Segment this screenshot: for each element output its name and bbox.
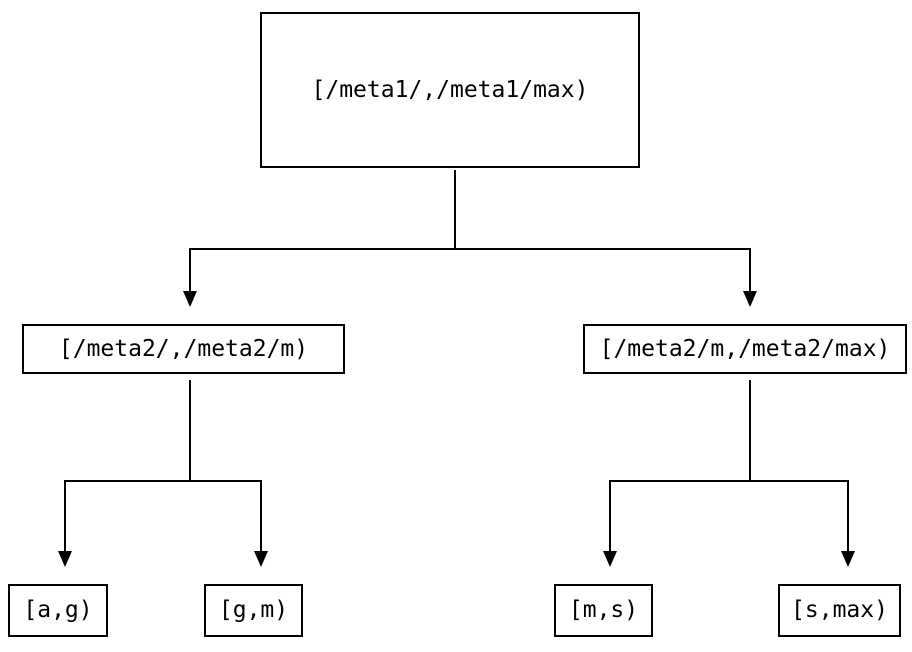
edge-root-to-children bbox=[183, 170, 757, 307]
node-leaf-gm: [g,m) bbox=[204, 584, 303, 637]
node-leaf-ms: [m,s) bbox=[554, 584, 653, 637]
arrowhead-to-leaf-smax bbox=[841, 551, 855, 567]
arrowhead-to-leaf-gm bbox=[254, 551, 268, 567]
node-root-label: [/meta1/,/meta1/max) bbox=[311, 76, 589, 103]
node-right-child-label: [/meta2/m,/meta2/max) bbox=[599, 335, 891, 362]
node-leaf-ms-label: [m,s) bbox=[568, 597, 639, 623]
arrowhead-to-leaf-ms bbox=[603, 551, 617, 567]
node-leaf-ag-label: [a,g) bbox=[23, 597, 93, 623]
node-leaf-gm-label: [g,m) bbox=[218, 597, 289, 623]
edge-left-child-elbow bbox=[64, 480, 262, 551]
edge-right-child-elbow bbox=[609, 480, 849, 551]
node-root: [/meta1/,/meta1/max) bbox=[260, 12, 640, 168]
node-left-child-label: [/meta2/,/meta2/m) bbox=[58, 335, 309, 362]
node-leaf-ag: [a,g) bbox=[8, 584, 108, 637]
node-right-child: [/meta2/m,/meta2/max) bbox=[583, 324, 907, 374]
edge-left-child-to-leaves bbox=[58, 380, 268, 567]
edge-root-elbow bbox=[189, 248, 751, 291]
arrowhead-to-left-child bbox=[183, 291, 197, 307]
node-left-child: [/meta2/,/meta2/m) bbox=[22, 324, 345, 374]
node-leaf-smax-label: [s,max) bbox=[791, 597, 888, 623]
node-leaf-smax: [s,max) bbox=[778, 584, 901, 637]
arrowhead-to-leaf-ag bbox=[58, 551, 72, 567]
arrowhead-to-right-child bbox=[743, 291, 757, 307]
edge-right-child-to-leaves bbox=[603, 380, 855, 567]
